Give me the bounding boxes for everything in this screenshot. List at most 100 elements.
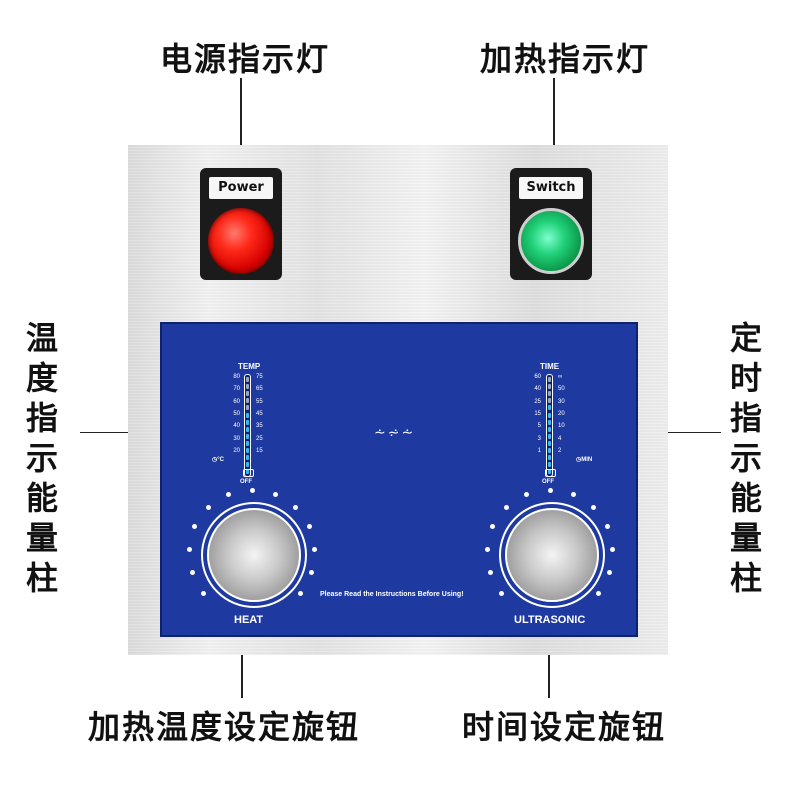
energy-bar-segment [246,377,249,382]
scale-tick-label: 30 [233,435,240,442]
scale-tick-label: 15 [534,410,541,417]
scale-tick-label: 80 [233,374,240,380]
energy-bar-segment [548,419,551,425]
scale-tick-label: 60 [534,374,541,380]
temp-title: TEMP [238,362,261,371]
scale-tick-label: 10 [558,423,565,430]
knob-scale-dot [570,491,576,497]
scale-tick-label: 30 [558,398,565,405]
energy-bar-segment [548,377,551,382]
thermometer-icon: ◷°C [212,457,224,463]
heat-knob[interactable] [207,508,301,602]
scale-tick-label: 50 [233,410,240,417]
scale-tick-label: 75 [256,374,263,380]
heat-knob-leader-line [241,640,243,698]
scale-tick-label: 20 [233,447,240,454]
temp-bar-callout: 温度指示能量柱 [25,319,58,597]
clock-icon: ◷MIN [576,457,593,463]
instruction-notice: Please Read the Instructions Before Usin… [320,591,464,598]
knob-scale-dot [484,546,490,552]
power-label: Power [209,177,273,199]
scale-tick-label: 65 [256,386,263,393]
energy-bar-segment [548,448,551,453]
heat-light-callout: 加热指示灯 [480,40,651,78]
scale-tick-label: 4 [558,435,562,442]
scale-tick-label: 25 [256,435,263,442]
scale-tick-label: 1 [537,447,541,454]
energy-bar-segment [246,412,249,418]
energy-bar-segment [246,405,249,411]
energy-bar-segment [246,391,249,397]
heat-indicator: Switch [510,168,592,280]
knob-scale-dot [306,523,312,529]
knob-scale-dot [309,570,315,576]
scale-tick-label: 5 [537,423,541,430]
time-knob[interactable] [505,508,599,602]
knob-scale-dot [487,570,493,576]
energy-bar-segment [246,384,249,390]
knob-scale-dot [547,487,553,493]
knob-scale-dot [292,504,298,510]
energy-bar-segment [548,398,551,404]
heat-label: HEAT [234,614,264,626]
energy-bar-segment [246,398,249,404]
knob-scale-dot [607,570,613,576]
washing-care-icons: ⩪⩫⩪ [374,424,416,440]
time-unit: MIN [581,457,593,463]
energy-bar-segment [246,448,249,453]
power-indicator: Power [200,168,282,280]
scale-tick-label: 55 [256,398,263,405]
energy-bar-segment [246,426,249,432]
time-off-label: OFF [542,479,554,485]
scale-tick-label: 20 [558,410,565,417]
knob-scale-dot [312,546,318,552]
temp-off-indicator [243,469,254,477]
scale-tick-label: 3 [537,435,541,442]
heat-leader-line [553,78,555,178]
ultrasonic-label: ULTRASONIC [514,614,586,626]
knob-scale-dot [604,523,610,529]
knob-scale-dot [595,590,601,596]
knob-scale-dot [297,590,303,596]
knob-scale-dot [490,523,496,529]
knob-scale-dot [272,491,278,497]
scale-tick-label: ∞ [558,374,563,380]
energy-bar-segment [246,455,249,461]
knob-scale-dot [189,570,195,576]
scale-tick-label: 40 [233,423,240,430]
energy-bar-segment [548,455,551,461]
scale-tick-label: 15 [256,447,263,454]
time-knob-leader-line [548,640,550,698]
temp-off-label: OFF [240,479,252,485]
energy-bar-segment [548,412,551,418]
energy-bar-segment [548,384,551,390]
scale-tick-label: 35 [256,423,263,430]
scale-tick-label: 25 [534,398,541,405]
energy-bar-segment [548,433,551,439]
knob-scale-dot [590,504,596,510]
knob-scale-dot [192,523,198,529]
energy-bar-segment [548,440,551,446]
energy-bar-segment [246,419,249,425]
power-leader-line [240,78,242,178]
temp-energy-bar [244,374,251,477]
energy-bar-segment [246,440,249,446]
energy-bar-segment [246,462,249,468]
scale-tick-label: 50 [558,386,565,393]
switch-label: Switch [519,177,583,199]
knob-scale-dot [226,491,232,497]
scale-tick-label: 2 [558,447,562,454]
scale-tick-label: 40 [534,386,541,393]
scale-tick-label: 45 [256,410,263,417]
time-energy-bar [546,374,553,477]
heat-knob-callout: 加热温度设定旋钮 [88,708,361,746]
energy-bar-segment [548,391,551,397]
time-bar-callout: 定时指示能量柱 [729,319,762,597]
power-lamp-icon [208,208,274,274]
energy-bar-segment [548,469,551,475]
knob-scale-dot [499,590,505,596]
energy-bar-segment [246,469,249,475]
time-title: TIME [540,362,560,371]
knob-scale-dot [186,546,192,552]
knob-scale-dot [201,590,207,596]
